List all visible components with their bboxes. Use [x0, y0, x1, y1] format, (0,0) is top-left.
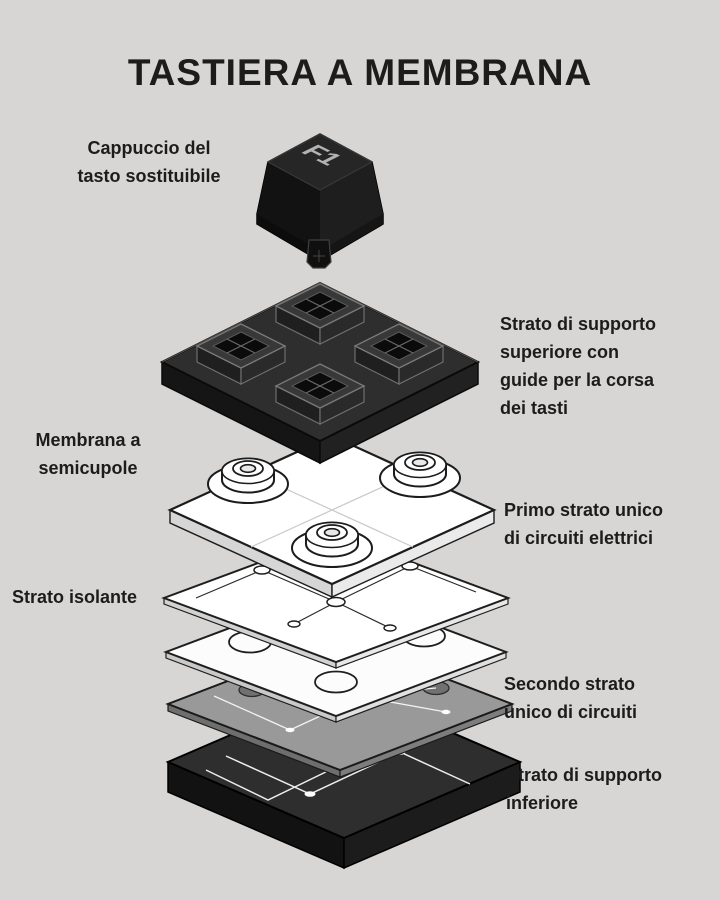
insulator-hole: [314, 670, 358, 694]
label-line: di circuiti elettrici: [504, 528, 654, 548]
label-line: Strato di supporto: [500, 314, 656, 334]
label-line: inferiore: [506, 793, 579, 813]
label-line: guide per la corsa: [500, 370, 655, 390]
label-line: Secondo strato: [504, 674, 636, 694]
label-line: semicupole: [38, 458, 138, 478]
label-first-circuit: Primo strato unico di circuiti elettrici: [504, 496, 709, 552]
label-second-circuit: Secondo strato unico di circuiti: [504, 670, 699, 726]
label-membrane: Membrana a semicupole: [22, 426, 154, 482]
label-line: Primo strato unico: [504, 500, 664, 520]
top-support-plate: [159, 281, 481, 465]
keycap-top-face: [266, 133, 374, 191]
label-line: superiore con: [500, 342, 620, 362]
label-insulator: Strato isolante: [12, 583, 222, 611]
label-line: tasto sostituibile: [77, 166, 221, 186]
label-line: Membrana a: [35, 430, 141, 450]
membrane-dome: [379, 451, 461, 498]
label-line: unico di circuiti: [504, 702, 638, 722]
label-line: Strato isolante: [12, 587, 138, 607]
membrane-layer: [167, 434, 497, 599]
label-line: Strato di supporto: [506, 765, 662, 785]
label-keycap: Cappuccio del tasto sostituibile: [58, 134, 240, 190]
label-top-support: Strato di supporto superiore con guide p…: [500, 310, 695, 422]
keycap-illustration: F1: [256, 133, 384, 269]
label-line: Cappuccio del: [87, 138, 211, 158]
page-title: TASTIERA A MEMBRANA: [127, 52, 593, 93]
label-line: dei tasti: [500, 398, 569, 418]
label-bottom-support: Strato di supporto inferiore: [506, 761, 701, 817]
first-circuit-layer: [161, 532, 511, 669]
